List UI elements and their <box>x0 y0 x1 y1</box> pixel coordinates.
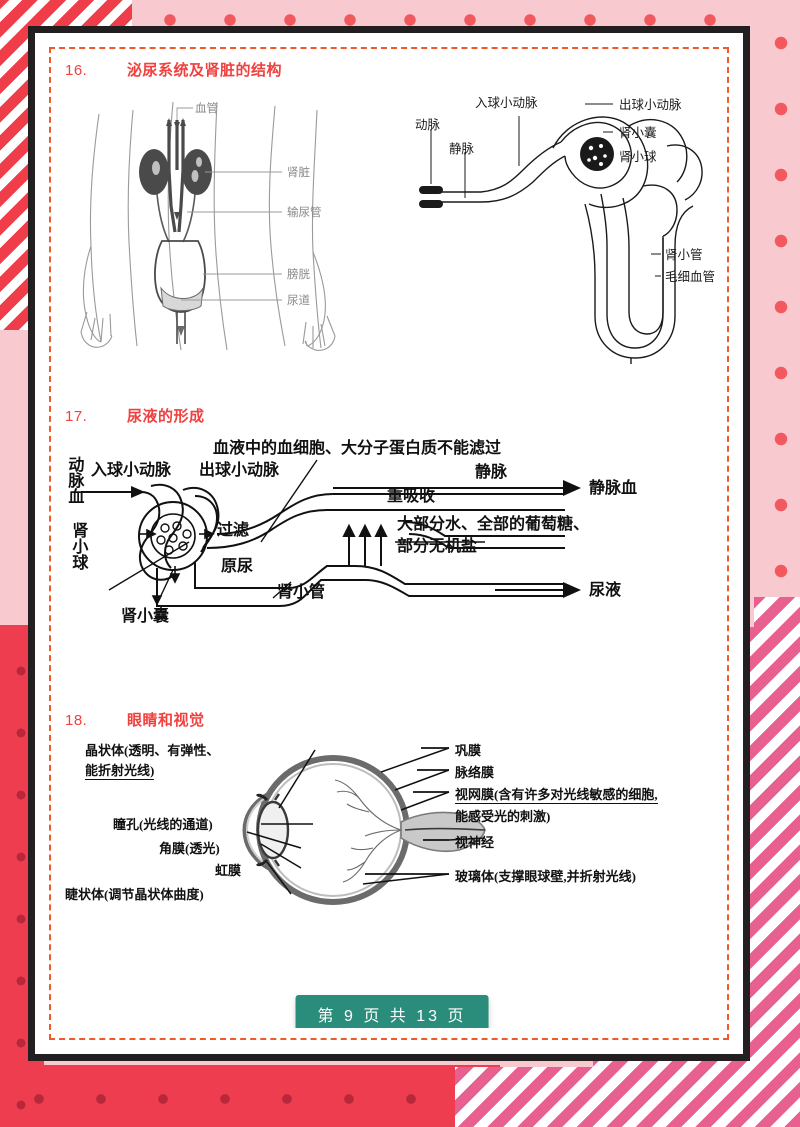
label-vein: 静脉 <box>449 142 475 156</box>
section-17-number: 17. <box>65 408 88 425</box>
label-urethra: 尿道 <box>287 295 310 307</box>
section-16: 16. 泌尿系统及肾脏的结构 <box>65 59 719 389</box>
section-16-figures: 血管 肾脏 输尿管 膀胱 尿道 <box>65 86 719 371</box>
label-urine: 尿液 <box>589 582 622 599</box>
section-17-title: 尿液的形成 <box>127 408 205 425</box>
label-venous-blood: 静脉血 <box>589 480 638 497</box>
label-ureter: 输尿管 <box>287 207 322 219</box>
label-arterial-blood: 动脉血 <box>65 456 83 504</box>
section-18-heading: 18. 眼睛和视觉 <box>65 709 719 730</box>
label-reabsorption: 重吸收 <box>387 488 436 505</box>
section-18-title: 眼睛和视觉 <box>127 712 205 729</box>
label-choroid: 脉络膜 <box>455 765 495 780</box>
page-frame: 16. 泌尿系统及肾脏的结构 <box>28 26 750 1061</box>
label-glomerulus-17: 肾小球 <box>69 522 87 570</box>
label-iris: 虹膜 <box>215 863 242 878</box>
deco-dots-right <box>768 10 794 610</box>
label-renal-tubule-17: 肾小管 <box>277 584 326 601</box>
label-afferent-arteriole-17: 入球小动脉 <box>91 462 172 479</box>
page-content: 16. 泌尿系统及肾脏的结构 <box>65 59 719 1028</box>
dashed-inner-border <box>49 47 729 1040</box>
deco-dots-bottom <box>8 1085 500 1113</box>
section-18: 18. 眼睛和视觉 <box>65 709 719 959</box>
label-efferent-arteriole-17: 出球小动脉 <box>199 462 280 479</box>
label-efferent-arteriole: 出球小动脉 <box>619 98 682 112</box>
label-lens-line2: 能折射光线) <box>85 760 155 780</box>
label-afferent-arteriole: 入球小动脉 <box>475 96 538 110</box>
label-bowmans-capsule-17: 肾小囊 <box>121 608 170 625</box>
label-optic-nerve: 视神经 <box>455 835 495 850</box>
label-lens-line1: 晶状体(透明、有弹性、 <box>85 743 220 758</box>
urinary-system-figure: 血管 肾脏 输尿管 膀胱 尿道 <box>77 96 407 366</box>
eye-structure-figure: 晶状体(透明、有弹性、 能折射光线) 瞳孔(光线的通道) 角膜(透光) 虹膜 睫… <box>65 738 719 928</box>
label-vessel: 血管 <box>195 103 218 115</box>
page-sheet: 16. 泌尿系统及肾脏的结构 <box>35 33 743 1054</box>
label-vein-17: 静脉 <box>475 464 508 481</box>
label-reabsorbed-substances-line2: 部分无机盐 <box>397 538 478 555</box>
label-artery: 动脉 <box>415 118 441 132</box>
label-vitreous-body: 玻璃体(支撑眼球壁,并折射光线) <box>455 869 636 884</box>
label-cornea: 角膜(透光) <box>159 841 220 856</box>
section-17-heading: 17. 尿液的形成 <box>65 405 719 426</box>
nephron-figure: 入球小动脉 出球小动脉 动脉 静脉 肾小囊 肾小球 肾小管 毛细血管 <box>415 86 719 371</box>
section-16-number: 16. <box>65 62 88 79</box>
label-kidney: 肾脏 <box>287 167 310 179</box>
urinary-system-svg <box>80 101 336 351</box>
page-number-badge: 第 9 页 共 13 页 <box>295 995 489 1028</box>
label-capillary: 毛细血管 <box>665 270 716 284</box>
label-primary-urine: 原尿 <box>221 558 254 575</box>
section-18-number: 18. <box>65 712 88 729</box>
label-ciliary-body: 睫状体(调节晶状体曲度) <box>65 887 204 902</box>
label-sclera: 巩膜 <box>455 743 482 758</box>
label-pupil: 瞳孔(光线的通道) <box>113 817 213 832</box>
section-16-heading: 16. 泌尿系统及肾脏的结构 <box>65 59 719 80</box>
label-retina-line1: 视网膜(含有许多对光线敏感的细胞, <box>455 784 658 804</box>
label-reabsorbed-substances-line1: 大部分水、全部的葡萄糖、 <box>397 516 590 533</box>
nephron-svg <box>419 103 703 364</box>
eye-structure-svg <box>242 747 486 905</box>
label-bladder: 膀胱 <box>287 269 310 281</box>
label-glomerulus: 肾小球 <box>619 150 657 164</box>
label-bowmans-capsule: 肾小囊 <box>619 126 657 140</box>
urine-formation-caption: 血液中的血细胞、大分子蛋白质不能滤过 <box>213 440 502 457</box>
label-renal-tubule: 肾小管 <box>665 248 703 262</box>
urine-formation-figure: 血液中的血细胞、大分子蛋白质不能滤过 <box>65 430 719 665</box>
deco-dots-left <box>10 640 32 1120</box>
label-retina-line2: 能感受光的刺激) <box>455 809 551 824</box>
section-16-title: 泌尿系统及肾脏的结构 <box>127 62 283 79</box>
label-filtration: 过滤 <box>217 522 250 539</box>
urine-formation-svg <box>81 459 581 607</box>
section-17: 17. 尿液的形成 血液中的血细胞、大分子蛋白质不能滤过 <box>65 405 719 695</box>
